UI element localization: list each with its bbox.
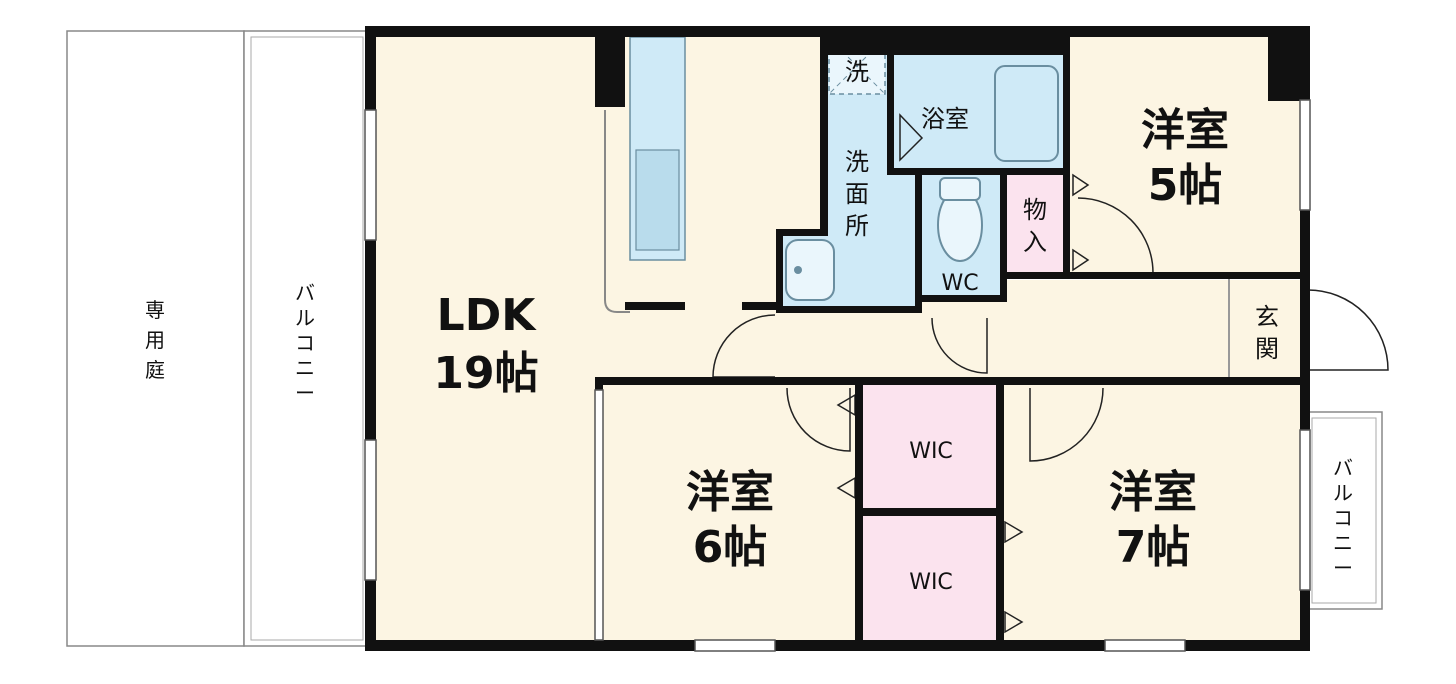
west5-size: 5帖 bbox=[1148, 160, 1223, 211]
west7-name: 洋室 bbox=[1109, 467, 1197, 518]
balcony-right-char-2: ル bbox=[1333, 481, 1353, 505]
bathtub bbox=[994, 65, 1059, 162]
west5-name: 洋室 bbox=[1141, 105, 1229, 156]
wc-label: WC bbox=[941, 271, 978, 296]
west6-floor bbox=[598, 384, 860, 647]
west6-size: 6帖 bbox=[693, 522, 768, 573]
balcony-left-area bbox=[243, 30, 370, 647]
bath-label: 浴室 bbox=[921, 105, 969, 133]
west6-name: 洋室 bbox=[686, 467, 774, 518]
wic-upper-floor bbox=[860, 384, 1002, 512]
balcony-left-char-4: ニ bbox=[295, 356, 315, 380]
washroom-char-2: 面 bbox=[845, 180, 869, 208]
ldk-size: 19帖 bbox=[433, 348, 538, 399]
garden-char-3: 庭 bbox=[145, 358, 165, 382]
balcony-left-char-1: バ bbox=[295, 281, 315, 305]
balcony-right-char-5: ー bbox=[1333, 556, 1353, 580]
garden-char-1: 専 bbox=[145, 298, 165, 322]
balcony-left-char-3: コ bbox=[295, 331, 315, 355]
entrance-floor bbox=[1228, 282, 1306, 378]
entrance-char-1: 玄 bbox=[1255, 303, 1279, 331]
storage-floor bbox=[1003, 170, 1070, 276]
garden-char-2: 用 bbox=[145, 328, 165, 352]
washroom-char-1: 洗 bbox=[845, 148, 869, 176]
west5-floor bbox=[1070, 31, 1306, 276]
washer-label: 洗 bbox=[845, 58, 869, 86]
west7-size: 7帖 bbox=[1116, 522, 1191, 573]
wash-basin bbox=[785, 239, 835, 301]
washroom-char-3: 所 bbox=[845, 212, 869, 240]
west7-floor bbox=[1002, 384, 1306, 647]
storage-char-1: 物 bbox=[1023, 196, 1047, 224]
balcony-right-area bbox=[1305, 411, 1383, 610]
ldk-name: LDK bbox=[437, 290, 538, 341]
balcony-right-char-1: バ bbox=[1333, 456, 1353, 480]
entrance-char-2: 関 bbox=[1255, 335, 1279, 363]
wic-lower-label: WIC bbox=[909, 570, 953, 595]
balcony-right-char-4: ニ bbox=[1333, 531, 1353, 555]
storage-char-2: 入 bbox=[1023, 228, 1047, 256]
balcony-left-char-2: ル bbox=[295, 306, 315, 330]
wic-lower-floor bbox=[860, 516, 1002, 647]
private-garden-area bbox=[66, 30, 245, 647]
wic-upper-label: WIC bbox=[909, 439, 953, 464]
balcony-right-char-3: コ bbox=[1333, 506, 1353, 530]
balcony-left-char-5: ー bbox=[295, 381, 315, 405]
